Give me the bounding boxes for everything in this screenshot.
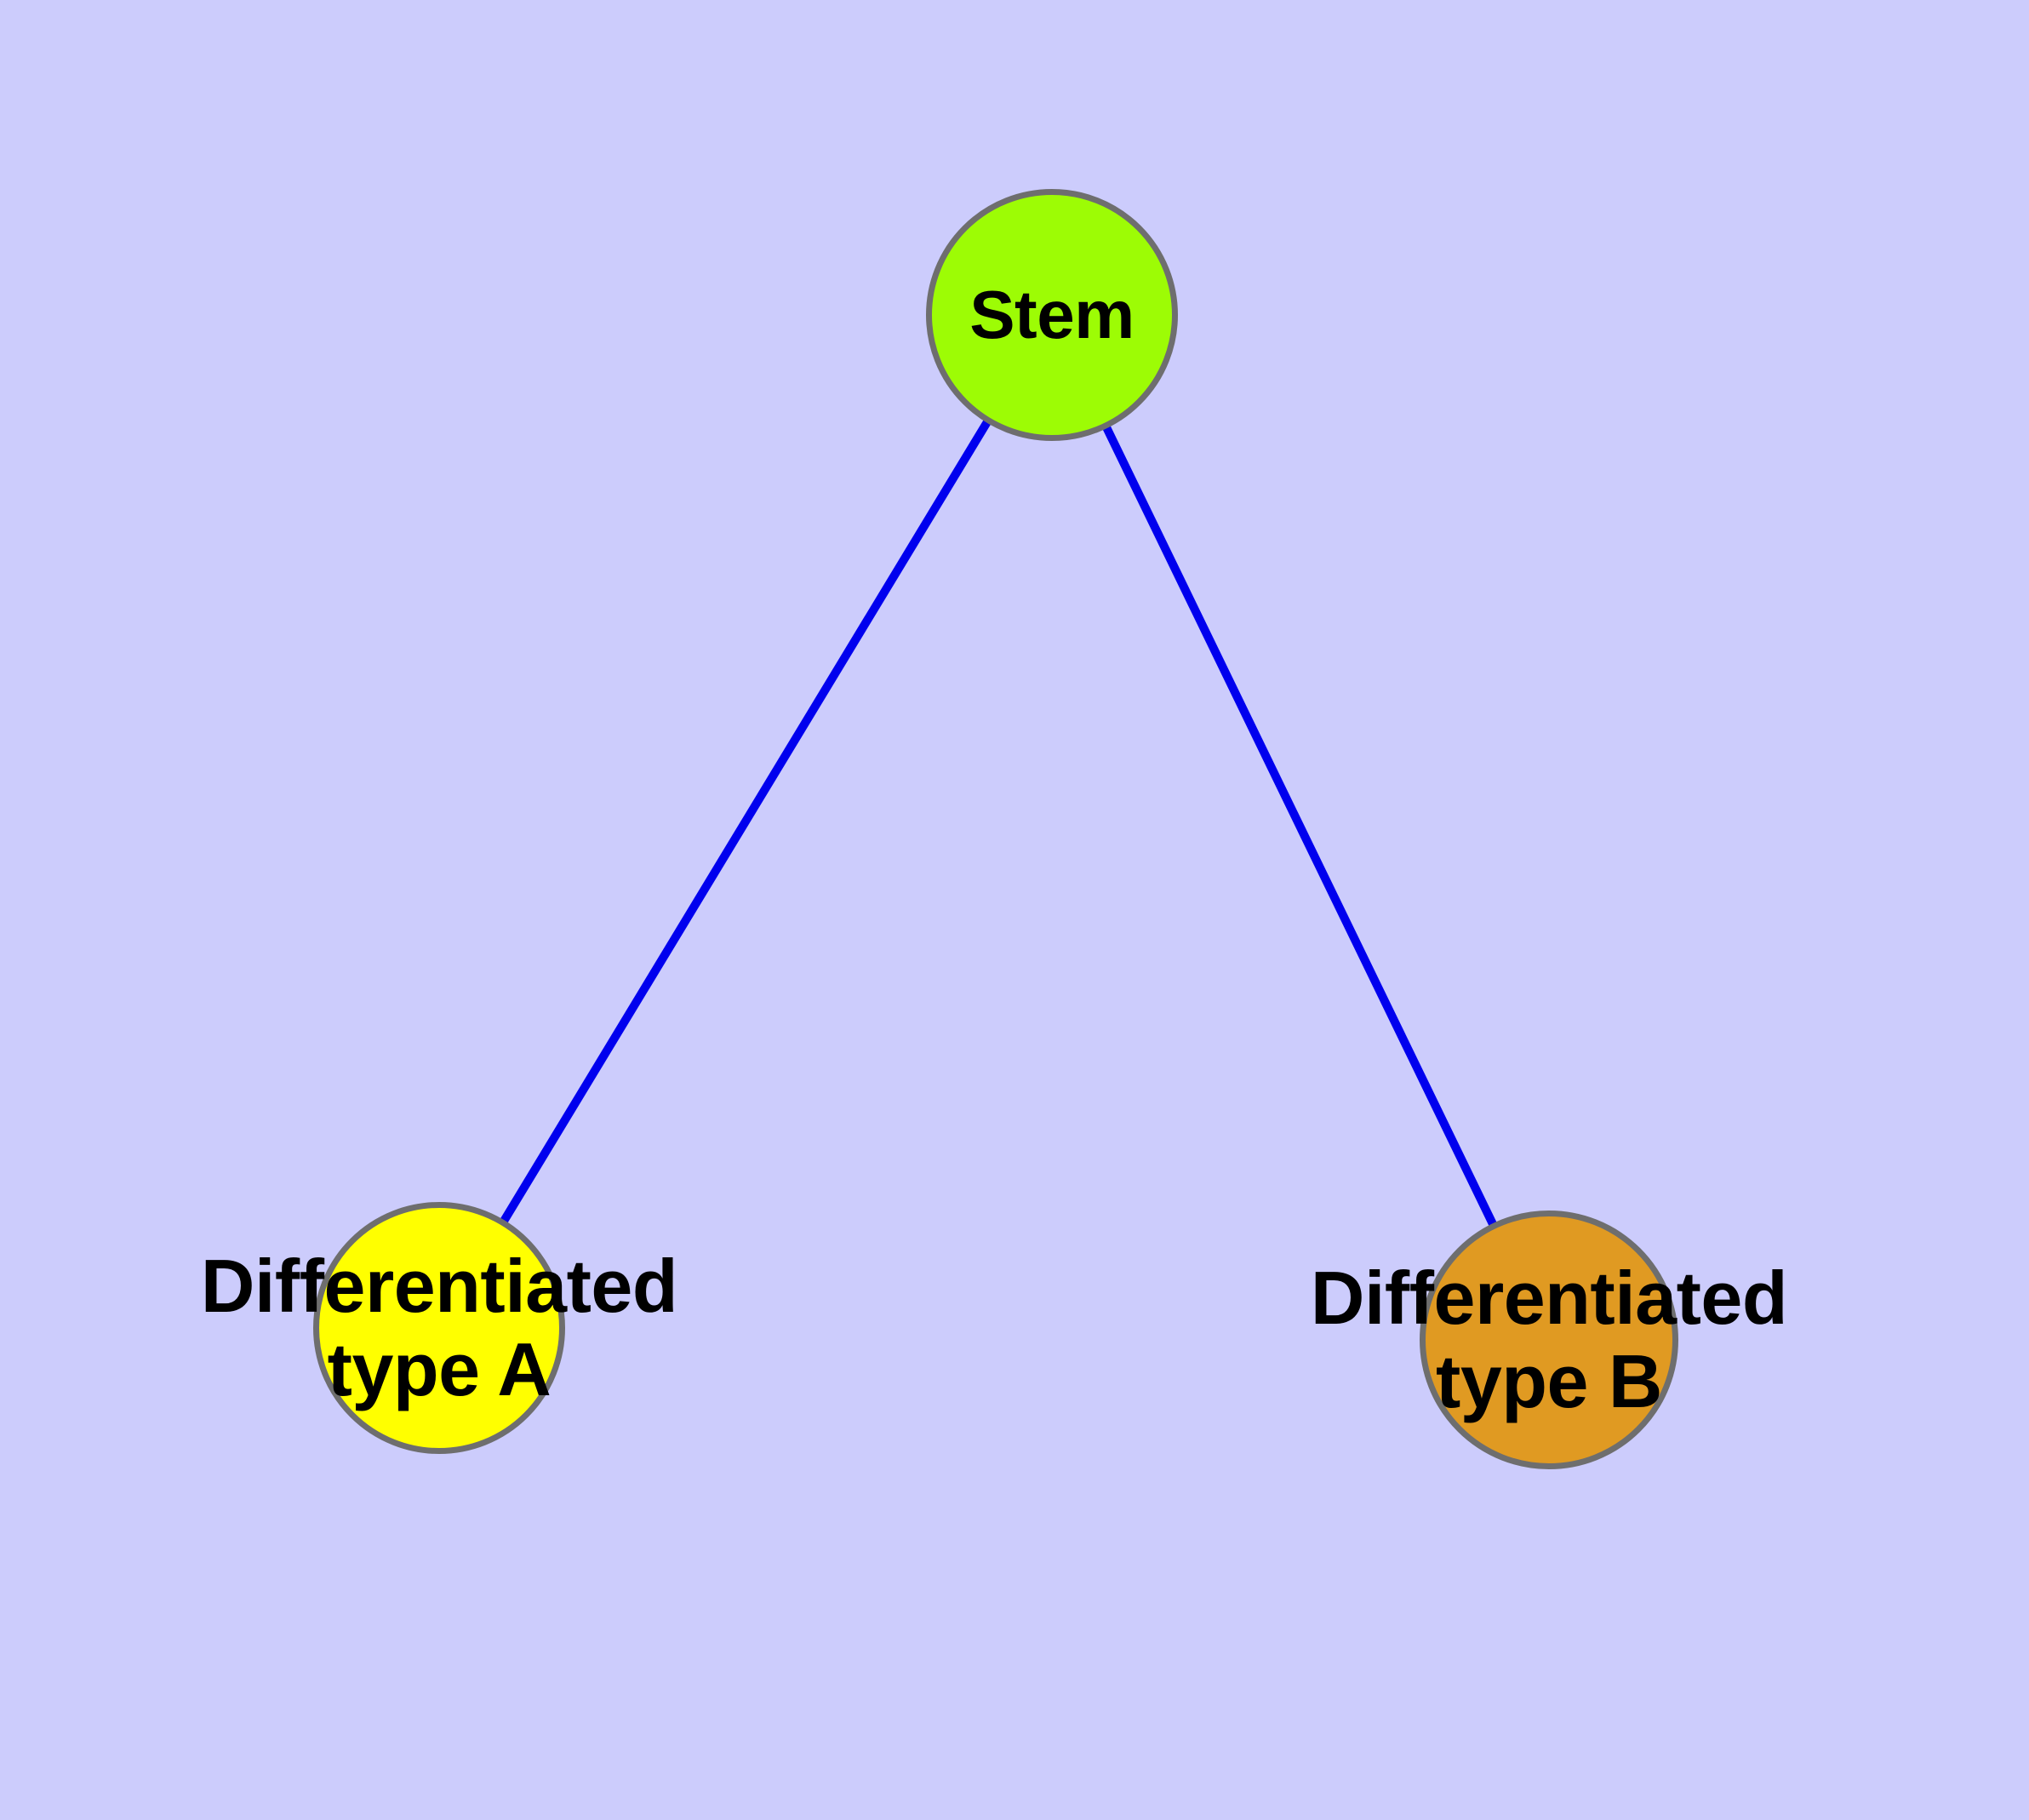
- edge-stem-to-differentiated-type-b: [1102, 425, 1498, 1228]
- node-stem[interactable]: [926, 189, 1178, 441]
- node-differentiated-type-b[interactable]: [1420, 1210, 1678, 1469]
- node-differentiated-type-a[interactable]: [313, 1202, 565, 1454]
- edge-stem-to-differentiated-type-a: [500, 419, 992, 1224]
